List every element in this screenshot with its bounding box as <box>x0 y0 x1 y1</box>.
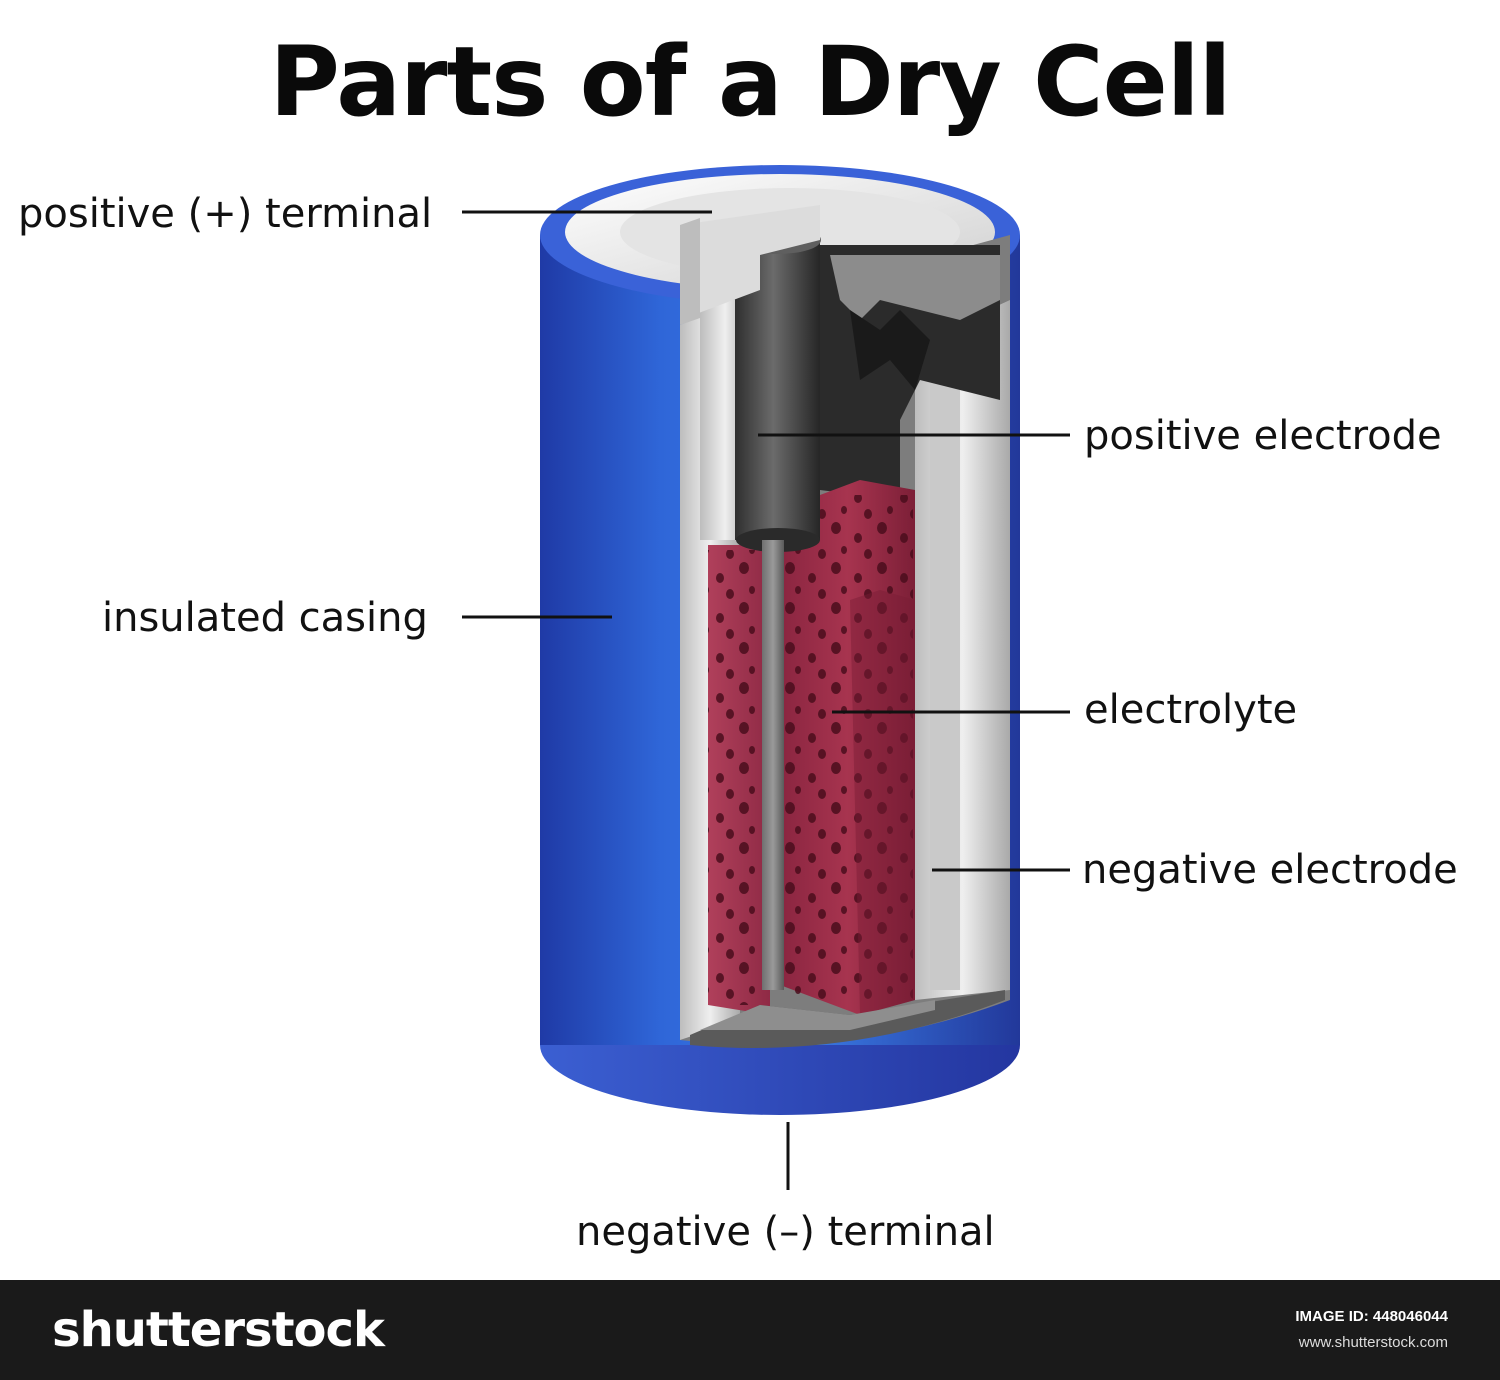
label-negative-terminal: negative (–) terminal <box>576 1209 995 1255</box>
label-positive-terminal: positive (+) terminal <box>18 191 433 237</box>
cut-floor-light <box>700 1000 935 1030</box>
label-insulated-casing: insulated casing <box>102 595 428 641</box>
electrolyte-dots-main <box>785 495 913 1000</box>
site-url[interactable]: www.shutterstock.com <box>1298 1334 1448 1351</box>
image-id-label: IMAGE ID: <box>1295 1308 1369 1325</box>
dry-cell-diagram <box>462 165 1070 1190</box>
inner-gray-top <box>830 255 1000 320</box>
negative-electrode-inner <box>930 380 960 990</box>
carbon-rod-thin <box>762 540 784 990</box>
electrolyte-fold <box>850 590 915 1015</box>
zigzag-seal <box>850 310 930 390</box>
terminal-cap <box>680 205 820 320</box>
terminal-cap-edge <box>680 218 700 325</box>
brand-logo[interactable]: shutterstock <box>52 1302 385 1358</box>
stock-footer: shutterstock IMAGE ID: 448046044 www.shu… <box>0 1280 1500 1380</box>
image-id-value: 448046044 <box>1372 1308 1448 1325</box>
image-id: IMAGE ID: 448046044 <box>1295 1308 1448 1325</box>
label-electrolyte: electrolyte <box>1084 687 1298 733</box>
negative-electrode-strip <box>915 300 1010 1000</box>
label-positive-electrode: positive electrode <box>1084 413 1442 459</box>
electrolyte-dots-left <box>708 550 770 1005</box>
label-negative-electrode: negative electrode <box>1082 847 1458 893</box>
diagram-title: Parts of a Dry Cell <box>269 26 1231 138</box>
